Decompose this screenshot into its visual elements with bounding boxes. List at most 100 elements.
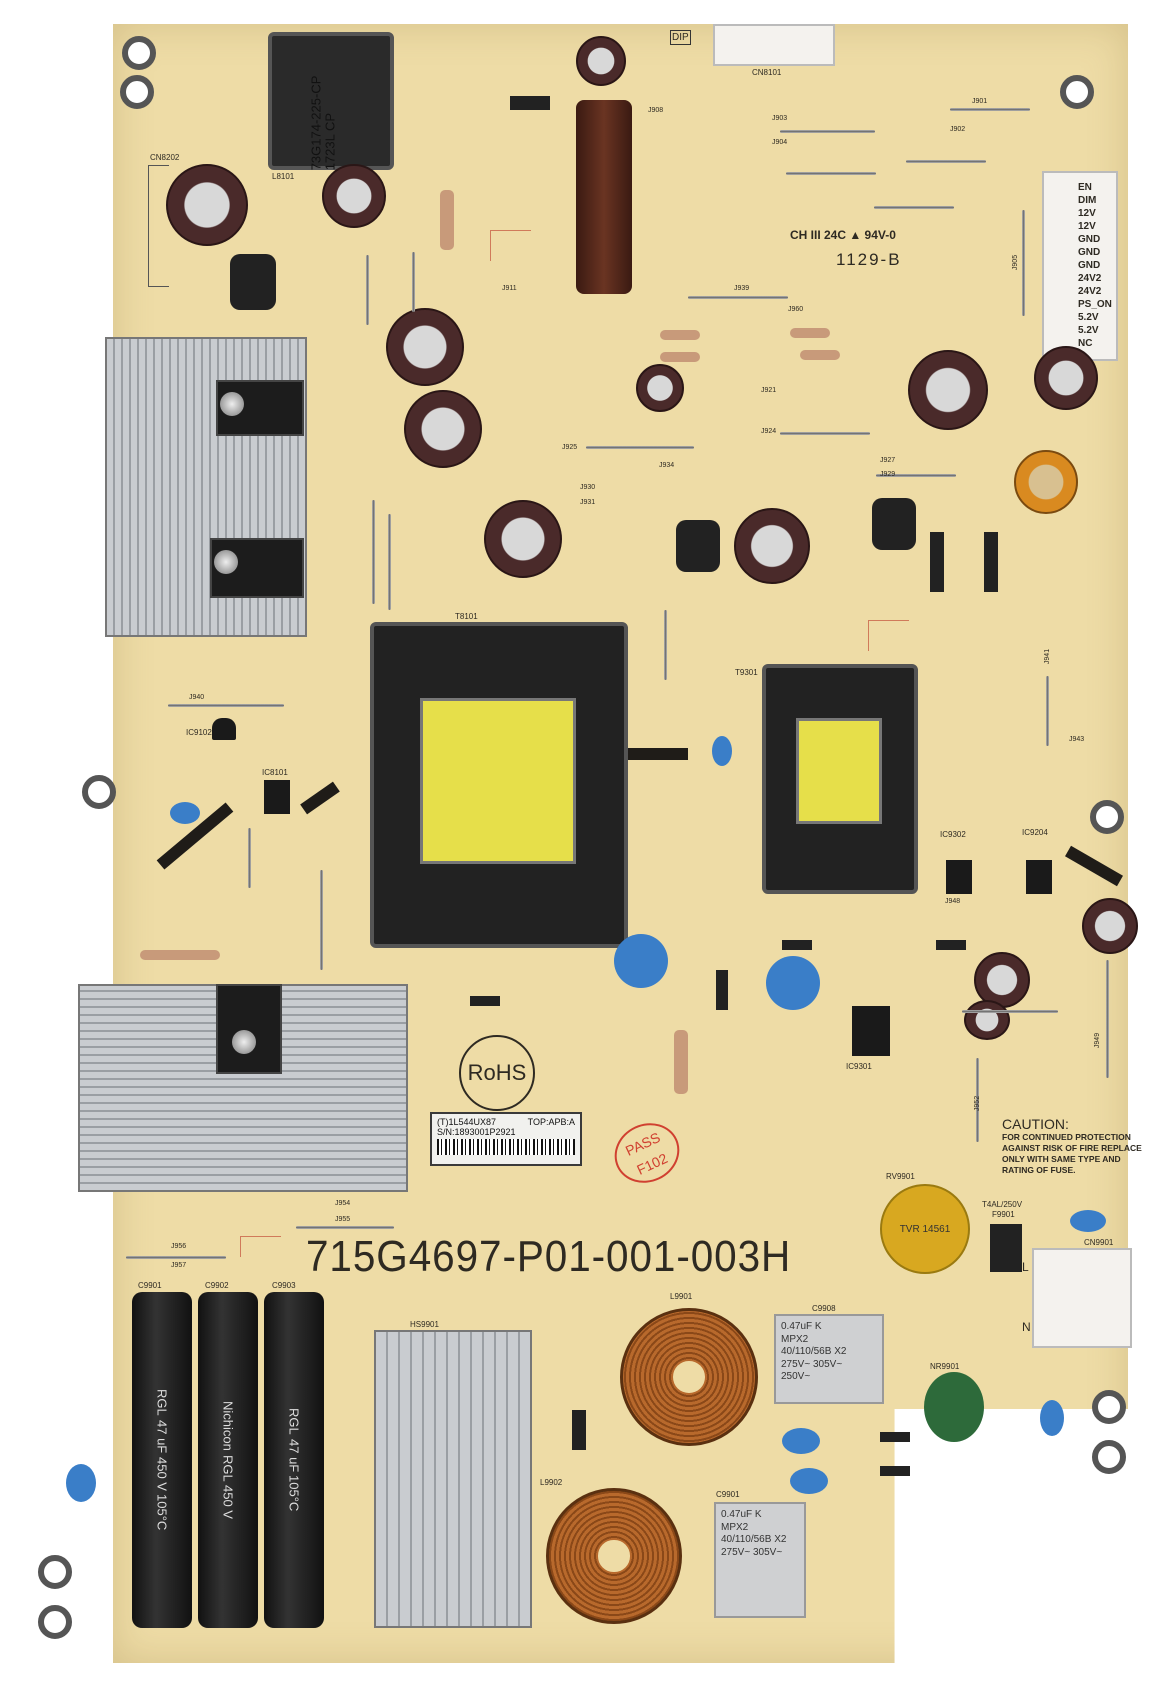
ic-chip bbox=[852, 1006, 890, 1056]
inductor bbox=[230, 254, 276, 310]
resistor bbox=[674, 1030, 688, 1094]
caution-line: AGAINST RISK OF FIRE REPLACE bbox=[1002, 1143, 1142, 1153]
diode bbox=[470, 996, 500, 1006]
jumper-wire bbox=[906, 160, 986, 163]
ac-input-connector: L N bbox=[1022, 1248, 1132, 1348]
jumper-wire bbox=[1022, 210, 1025, 316]
cap-marking: 47 uF bbox=[154, 1419, 170, 1454]
screw bbox=[232, 1030, 256, 1054]
electrolytic-capacitor bbox=[386, 308, 464, 386]
ceramic-capacitor bbox=[66, 1464, 96, 1502]
xcap-marking: 40/110/56B X2 bbox=[721, 1534, 787, 1545]
serial-sticker: (T)1L544UX87 TOP:APB:A S/N:1893001P2921 bbox=[430, 1112, 582, 1166]
cap-marking: 105°C bbox=[286, 1475, 302, 1512]
connector-pin-label: 12V bbox=[1078, 221, 1096, 232]
mounting-hole bbox=[1090, 800, 1124, 834]
ref-label: L9902 bbox=[540, 1478, 563, 1487]
connector-top bbox=[713, 24, 835, 66]
electrolytic-capacitor bbox=[636, 364, 684, 412]
ic-ref-label: IC9204 bbox=[1022, 828, 1048, 837]
diode bbox=[782, 940, 812, 950]
bulk-capacitor: RGL 47 uF 105°C bbox=[264, 1292, 324, 1628]
heatsink bbox=[78, 984, 408, 1192]
jumper-wire bbox=[780, 432, 870, 435]
inductor bbox=[872, 498, 916, 550]
jumper-wire bbox=[168, 704, 284, 707]
electrolytic-capacitor bbox=[1014, 450, 1078, 514]
jumper-wire bbox=[366, 255, 369, 325]
cap-marking: RGL bbox=[220, 1454, 236, 1482]
jumper-label: J930 bbox=[580, 484, 596, 491]
jumper-label: J940 bbox=[189, 694, 205, 701]
jumper-label: J904 bbox=[772, 139, 788, 146]
standby-transformer bbox=[762, 664, 918, 894]
cap-marking: RGL bbox=[154, 1389, 170, 1417]
jumper-wire bbox=[248, 828, 251, 888]
ceramic-capacitor bbox=[170, 802, 200, 824]
optocoupler bbox=[946, 860, 972, 894]
resistor bbox=[660, 352, 700, 362]
choke-marking: 1723L bbox=[323, 134, 338, 171]
electrolytic-capacitor bbox=[576, 36, 626, 86]
mounting-hole bbox=[1092, 1440, 1126, 1474]
ic-ref-label: IC9301 bbox=[846, 1062, 872, 1071]
common-mode-choke: 73G174-225-CP 1723L CP bbox=[268, 32, 394, 170]
transistor bbox=[212, 718, 236, 740]
ntc-thermistor bbox=[924, 1372, 984, 1442]
barcode bbox=[437, 1139, 575, 1155]
jumper-label: J921 bbox=[761, 387, 777, 394]
jumper-label: J948 bbox=[945, 898, 961, 905]
bulk-capacitor: Nichicon RGL 450 V bbox=[198, 1292, 258, 1628]
jumper-wire bbox=[976, 1058, 979, 1142]
diode bbox=[880, 1432, 910, 1442]
cap-marking: RGL bbox=[286, 1408, 302, 1435]
resistor bbox=[660, 330, 700, 340]
electrolytic-capacitor bbox=[908, 350, 988, 430]
ref-label: T9301 bbox=[735, 668, 758, 677]
jumper-wire bbox=[412, 252, 415, 312]
ceramic-capacitor bbox=[712, 736, 732, 766]
jumper-label: J908 bbox=[648, 107, 664, 114]
caution-notice: CAUTION: FOR CONTINUED PROTECTION AGAINS… bbox=[1002, 1116, 1142, 1176]
pin-label: N bbox=[1022, 1320, 1031, 1334]
silkscreen-marker bbox=[240, 1236, 281, 1257]
caution-title: CAUTION: bbox=[1002, 1116, 1069, 1132]
connector-pin-label: GND bbox=[1078, 234, 1101, 245]
silkscreen-marker bbox=[490, 230, 531, 261]
ref-label: CN8101 bbox=[752, 68, 782, 77]
pin-label: L bbox=[1022, 1260, 1029, 1274]
jumper-wire bbox=[688, 296, 788, 299]
jumper-label: J960 bbox=[788, 306, 804, 313]
electrolytic-capacitor bbox=[484, 500, 562, 578]
copper-trace bbox=[628, 748, 688, 760]
xcap-marking: MPX2 bbox=[781, 1333, 809, 1345]
mounting-hole bbox=[38, 1605, 72, 1639]
ref-label: C9903 bbox=[272, 1281, 296, 1290]
jumper-wire bbox=[874, 206, 954, 209]
mounting-hole bbox=[38, 1555, 72, 1589]
bulk-capacitor: RGL 47 uF 450 V 105°C bbox=[132, 1292, 192, 1628]
xcap-marking: 0.47uF K bbox=[781, 1321, 822, 1332]
xcap-marking: 275V~ 305V~ bbox=[721, 1546, 783, 1558]
inductor bbox=[676, 520, 720, 572]
mounting-hole bbox=[1092, 1390, 1126, 1424]
jumper-label: J954 bbox=[335, 1200, 351, 1207]
ref-label: CN8202 bbox=[150, 153, 180, 162]
transistor bbox=[216, 984, 282, 1074]
cap-marking: 450 V bbox=[220, 1484, 236, 1519]
mounting-hole bbox=[122, 36, 156, 70]
ref-label: HS9901 bbox=[410, 1320, 439, 1329]
connector-pin-label: 5.2V bbox=[1078, 312, 1099, 323]
jumper-wire bbox=[320, 870, 323, 970]
jumper-wire bbox=[296, 1226, 394, 1229]
x2-capacitor: 0.47uF K MPX2 40/110/56B X2 275V~ 305V~ … bbox=[774, 1314, 884, 1404]
ref-label: RV9901 bbox=[886, 1172, 915, 1181]
resistor bbox=[140, 950, 220, 960]
transformer-core bbox=[420, 698, 576, 864]
electrolytic-capacitor bbox=[322, 164, 386, 228]
jumper-wire bbox=[664, 610, 667, 680]
fuse-ref: F9901 bbox=[992, 1210, 1015, 1219]
ref-label: C9901 bbox=[138, 1281, 162, 1290]
cap-marking: 450 V bbox=[154, 1456, 170, 1491]
sticker-top: TOP:APB:A bbox=[527, 1117, 575, 1127]
